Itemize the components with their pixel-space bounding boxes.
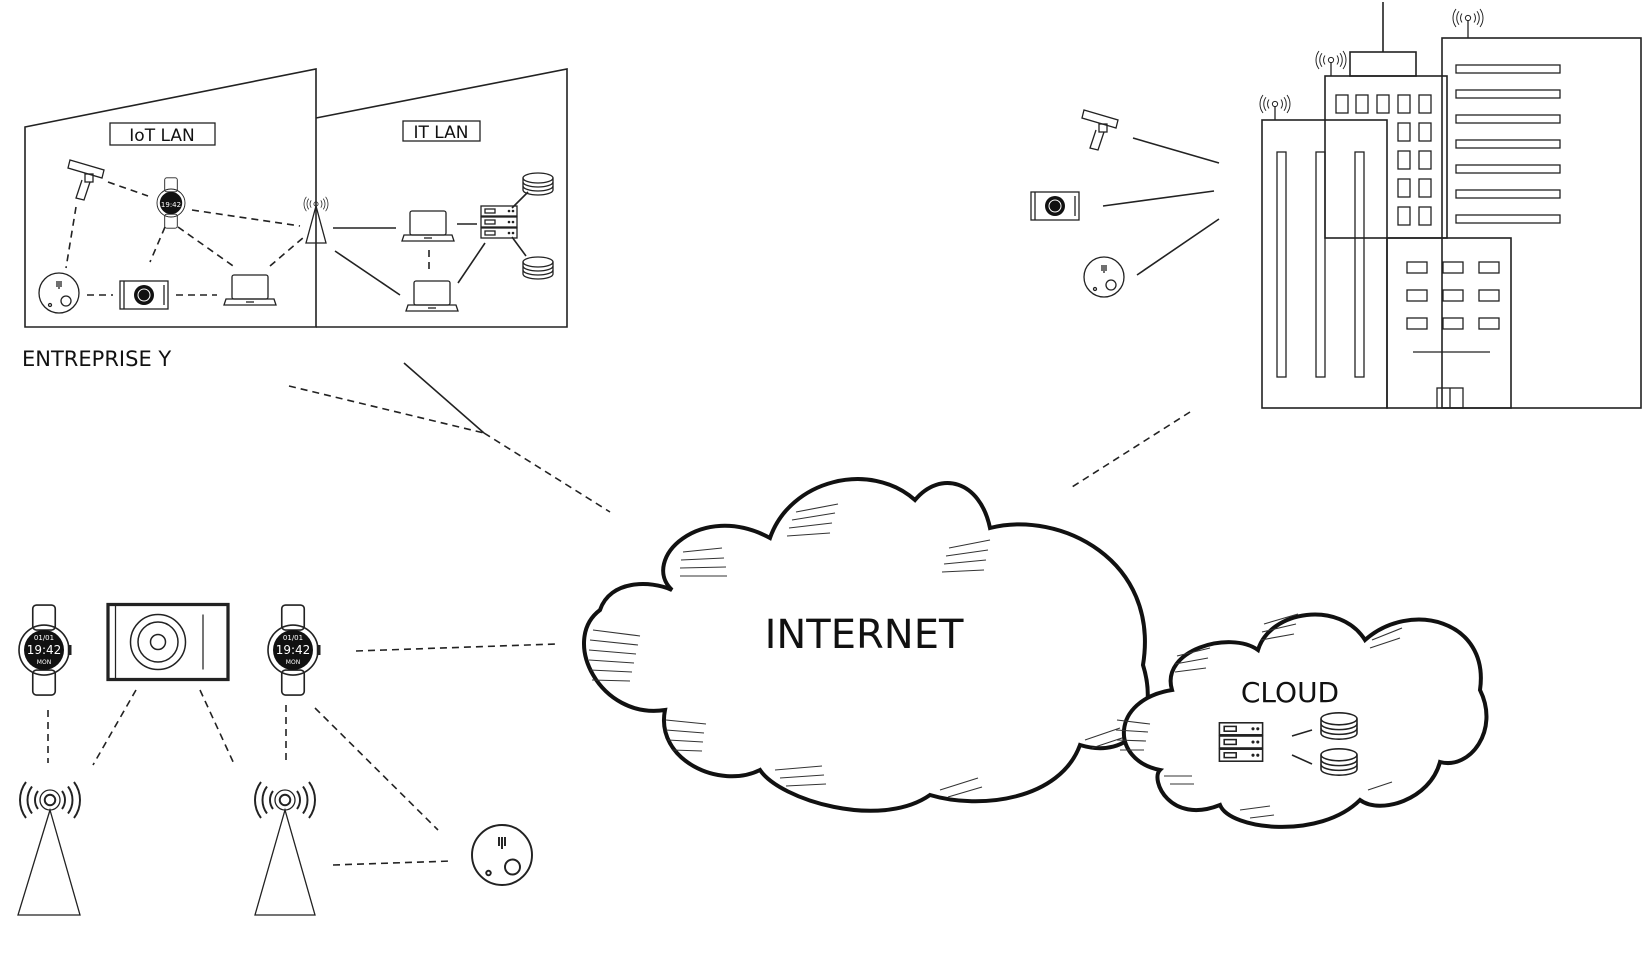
cloud-icon [1115, 612, 1489, 829]
cloud-icon [582, 477, 1150, 813]
smartwatch-icon [156, 177, 186, 229]
watch-time: 19:42 [276, 643, 311, 657]
air-conditioner-icon [1030, 191, 1080, 221]
air-conditioner-icon [119, 280, 169, 310]
watch-face-left: 01/01 19:42 MON [27, 634, 62, 666]
building-icon [1259, 2, 1642, 409]
iot-lan-label: IoT LAN [129, 126, 194, 146]
database-icon [522, 256, 554, 280]
camera-icon [67, 159, 105, 201]
enterprise-label: ENTREPRISE Y [22, 347, 171, 371]
access-point-icon [303, 196, 329, 244]
watch-time: 19:42 [27, 643, 62, 657]
watch-face-right: 01/01 19:42 MON [276, 634, 311, 666]
watch-day: MON [286, 659, 300, 666]
antenna-tower-icon [254, 781, 316, 916]
camera-icon [1081, 109, 1119, 151]
watch-date: 01/01 [34, 634, 54, 642]
laptop-icon [405, 280, 459, 312]
internet-label: INTERNET [765, 612, 964, 658]
server-rack-icon [480, 205, 518, 239]
watch-time-small: 19:42 [161, 201, 181, 209]
watch-date: 01/01 [283, 634, 303, 642]
air-conditioner-icon [106, 602, 230, 682]
iot-lan-label-box [109, 122, 216, 146]
it-lan-label: IT LAN [413, 123, 468, 143]
antenna-tower-icon [17, 781, 81, 916]
laptop-icon [223, 274, 277, 306]
smoke-detector-icon [471, 824, 533, 886]
it-lan-label-box [402, 120, 481, 142]
enterprise-building [24, 68, 568, 328]
smoke-detector-icon [38, 272, 80, 314]
watch-day: MON [37, 659, 51, 666]
cloud-label: CLOUD [1241, 676, 1339, 709]
smoke-detector-icon [1083, 256, 1125, 298]
laptop-icon [401, 210, 455, 242]
